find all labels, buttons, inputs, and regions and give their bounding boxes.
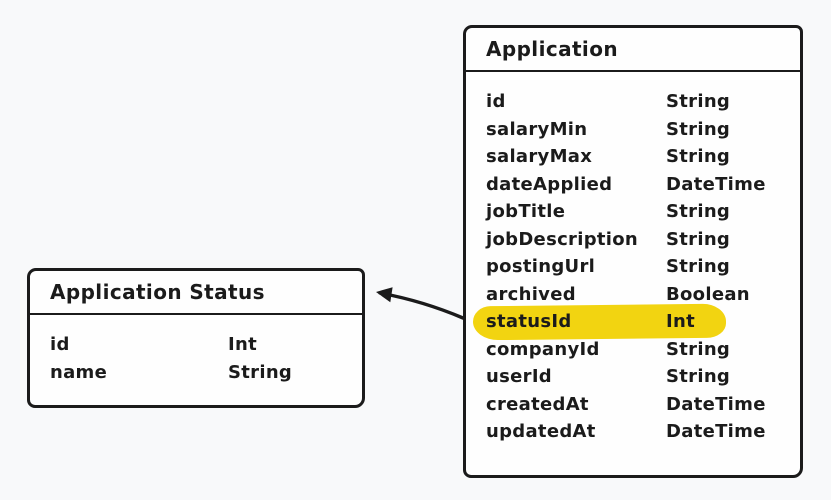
- entity-application-status-body: id Int name String: [30, 315, 362, 386]
- field-name: archived: [486, 283, 576, 305]
- field-name: jobDescription: [486, 228, 639, 250]
- field-name: statusId: [486, 311, 572, 332]
- field-type: String: [666, 91, 731, 112]
- field-row-jobTitle: jobTitle String: [486, 198, 780, 226]
- field-name: postingUrl: [486, 256, 596, 277]
- field-type: Boolean: [666, 283, 750, 305]
- field-name: id: [486, 91, 506, 112]
- field-type: DateTime: [666, 393, 766, 415]
- field-type: Int: [666, 311, 696, 332]
- field-type: String: [666, 228, 731, 250]
- entity-title: Application Status: [50, 280, 265, 304]
- field-type: String: [666, 338, 731, 360]
- field-name: salaryMin: [486, 118, 588, 140]
- field-row-statusId: statusId Int: [472, 303, 780, 340]
- field-row-jobDescription: jobDescription String: [486, 226, 780, 254]
- entity-application-header: Application: [466, 28, 800, 72]
- field-name: updatedAt: [486, 421, 596, 442]
- field-name: createdAt: [486, 393, 589, 415]
- relation-arrowhead: [376, 287, 393, 303]
- field-row-salaryMin: salaryMin String: [486, 116, 780, 144]
- field-row-salaryMax: salaryMax String: [486, 143, 780, 171]
- field-name: userId: [486, 366, 552, 387]
- field-row-companyId: companyId String: [486, 336, 780, 364]
- field-row-dateApplied: dateApplied DateTime: [486, 171, 780, 199]
- entity-application-status-header: Application Status: [30, 271, 362, 315]
- field-type: String: [228, 361, 293, 383]
- field-type: String: [666, 118, 731, 140]
- field-row-id: id String: [486, 88, 780, 116]
- field-type: String: [666, 146, 731, 167]
- entity-title: Application: [486, 37, 618, 61]
- field-type: DateTime: [666, 421, 766, 442]
- field-row-archived: archived Boolean: [486, 281, 780, 309]
- field-row-id: id Int: [50, 331, 342, 359]
- field-type: Int: [228, 334, 258, 355]
- field-row-postingUrl: postingUrl String: [486, 253, 780, 281]
- entity-application-status[interactable]: Application Status id Int name String: [27, 268, 365, 408]
- entity-application-body: id String salaryMin String salaryMax Str…: [466, 72, 800, 446]
- field-type: String: [666, 201, 731, 222]
- field-type: String: [666, 366, 731, 387]
- field-row-name: name String: [50, 359, 342, 387]
- field-row-createdAt: createdAt DateTime: [486, 391, 780, 419]
- field-name: companyId: [486, 338, 600, 360]
- field-name: name: [50, 361, 108, 383]
- field-name: jobTitle: [486, 201, 566, 222]
- field-row-userId: userId String: [486, 363, 780, 391]
- field-name: dateApplied: [486, 173, 613, 195]
- relation-arrow-line: [378, 291, 465, 320]
- field-type: String: [666, 256, 731, 277]
- field-name: id: [50, 334, 70, 355]
- field-row-updatedAt: updatedAt DateTime: [486, 418, 780, 446]
- entity-application[interactable]: Application id String salaryMin String s…: [463, 25, 803, 478]
- field-type: DateTime: [666, 173, 766, 195]
- relation-arrow[interactable]: [355, 268, 475, 330]
- field-name: salaryMax: [486, 146, 593, 167]
